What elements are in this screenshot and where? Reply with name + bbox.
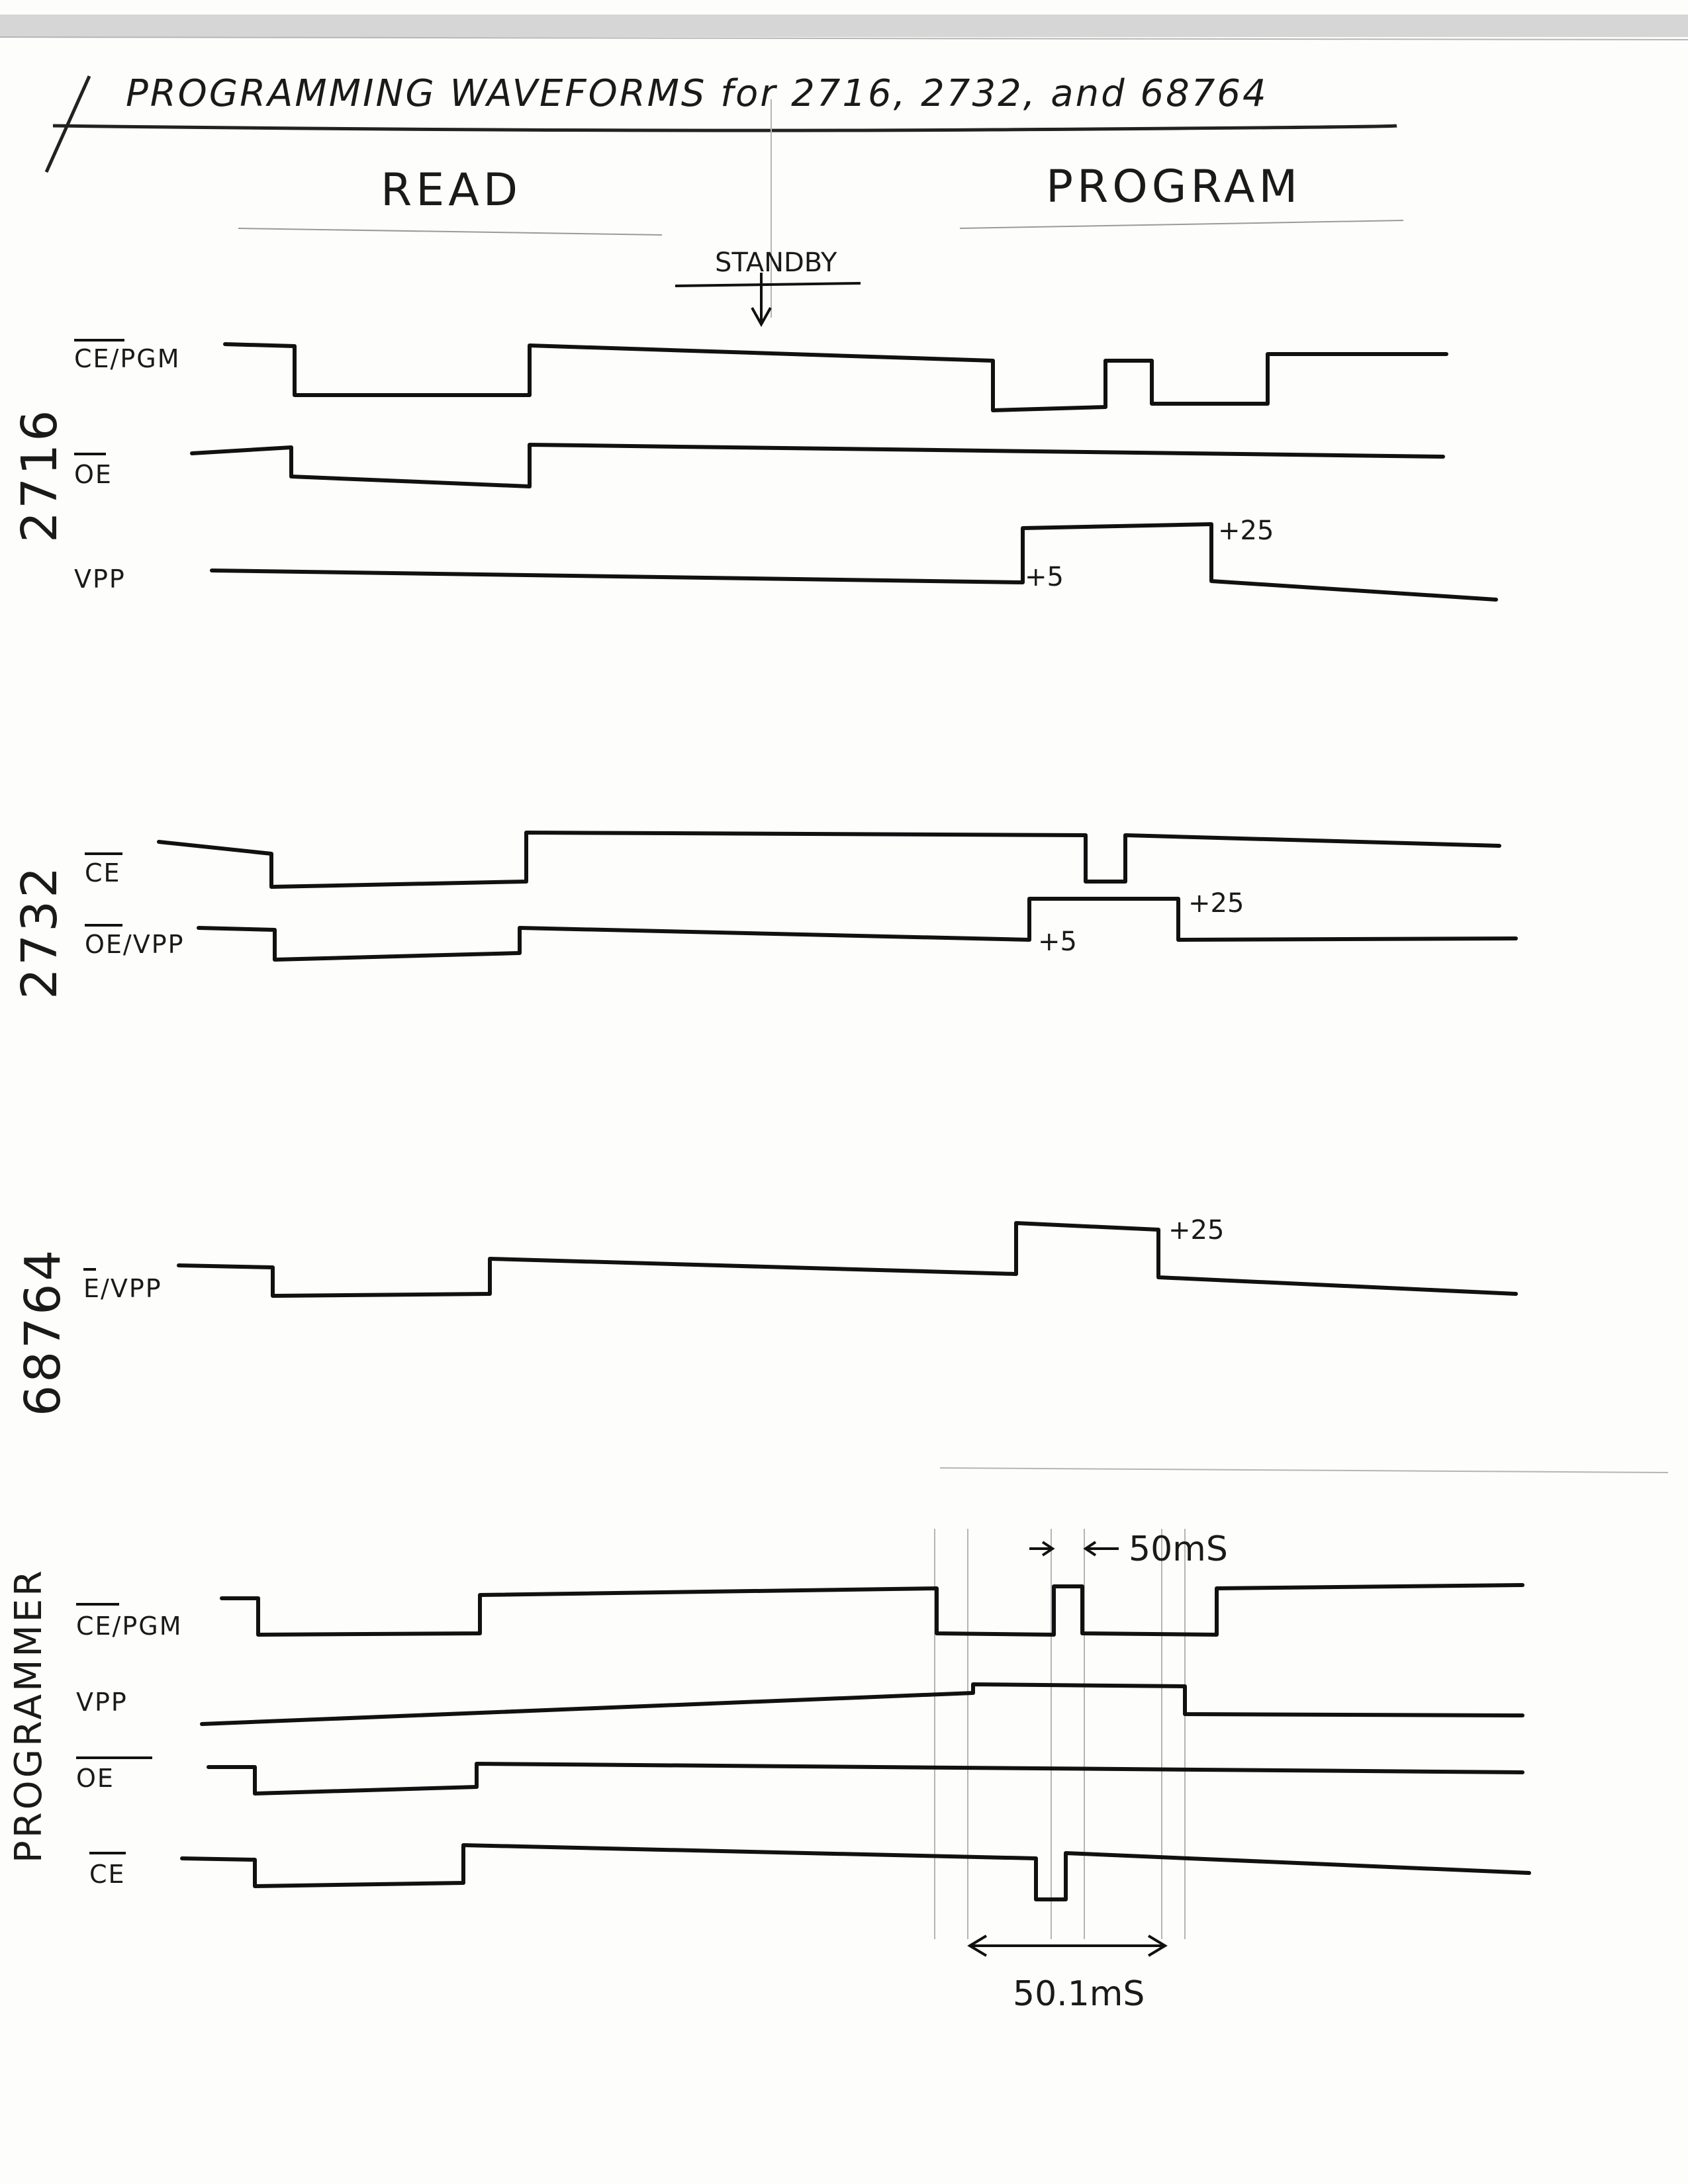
waveform-2716-ce-pgm xyxy=(223,342,1448,412)
section-divider xyxy=(939,1467,1669,1473)
signal-label-68764-e-vpp: E/VPP xyxy=(83,1274,162,1303)
waveform-programmer-ce-pgm xyxy=(220,1583,1524,1637)
waveform-2716-oe xyxy=(190,443,1445,488)
signal-label-programmer-vpp: VPP xyxy=(76,1688,128,1717)
pulse-arrowhead-left xyxy=(1041,1541,1055,1557)
scan-edge-line xyxy=(0,36,1688,40)
chip-label-2716: 2716 xyxy=(11,408,68,543)
signal-label-2716-oe: OE xyxy=(74,460,113,489)
timing-guides xyxy=(934,1529,1186,1939)
waveform-programmer-vpp xyxy=(200,1682,1524,1726)
signal-label-programmer-ce: CE xyxy=(89,1860,126,1889)
signal-label-2732-ce: CE xyxy=(85,858,121,887)
span-arrowhead-left xyxy=(967,1934,988,1957)
scan-edge xyxy=(0,15,1688,37)
signal-label-programmer-ce-pgm: CE/PGM xyxy=(76,1612,183,1641)
program-heading: PROGRAM xyxy=(1046,161,1301,213)
standby-arrow-head xyxy=(751,307,772,328)
span-arrowhead-right xyxy=(1147,1934,1168,1957)
annotation-2716-plus25: +25 xyxy=(1218,516,1274,546)
title-underline xyxy=(52,124,1397,132)
signal-label-2716-vpp: VPP xyxy=(74,565,126,594)
signal-label-2716-ce: CE/PGM xyxy=(74,344,181,373)
annotation-68764-plus25: +25 xyxy=(1168,1215,1224,1246)
standby-underline xyxy=(675,282,861,287)
read-heading: READ xyxy=(381,164,522,216)
standby-label: STANDBY xyxy=(715,248,837,278)
waveform-68764-e-vpp xyxy=(177,1221,1518,1298)
pulse-width-label: 50mS xyxy=(1129,1529,1228,1569)
signal-label-programmer-oe: OE xyxy=(76,1764,115,1793)
title-slash xyxy=(44,75,91,173)
program-underline xyxy=(959,220,1404,229)
chip-label-2732: 2732 xyxy=(11,864,68,999)
signal-label-2732-oe-vpp: OE/VPP xyxy=(85,930,185,959)
chip-label-68764: 68764 xyxy=(15,1248,71,1416)
chip-label-programmer: PROGRAMMER xyxy=(7,1568,50,1863)
waveform-programmer-ce xyxy=(180,1843,1531,1901)
waveform-2732-ce xyxy=(157,831,1501,889)
waveform-programmer-oe xyxy=(207,1762,1524,1796)
waveform-2732-oe-vpp xyxy=(197,897,1518,962)
waveform-2716-vpp xyxy=(210,522,1498,602)
span-label: 50.1mS xyxy=(1013,1974,1145,2014)
annotation-2732-plus25: +25 xyxy=(1188,888,1244,919)
annotation-2732-plus5: +5 xyxy=(1038,927,1077,957)
pulse-arrowhead-right xyxy=(1083,1541,1097,1557)
page-title: PROGRAMMING WAVEFORMS for 2716, 2732, an… xyxy=(126,72,1268,115)
read-underline xyxy=(238,228,663,236)
annotation-2716-plus5: +5 xyxy=(1025,562,1064,592)
